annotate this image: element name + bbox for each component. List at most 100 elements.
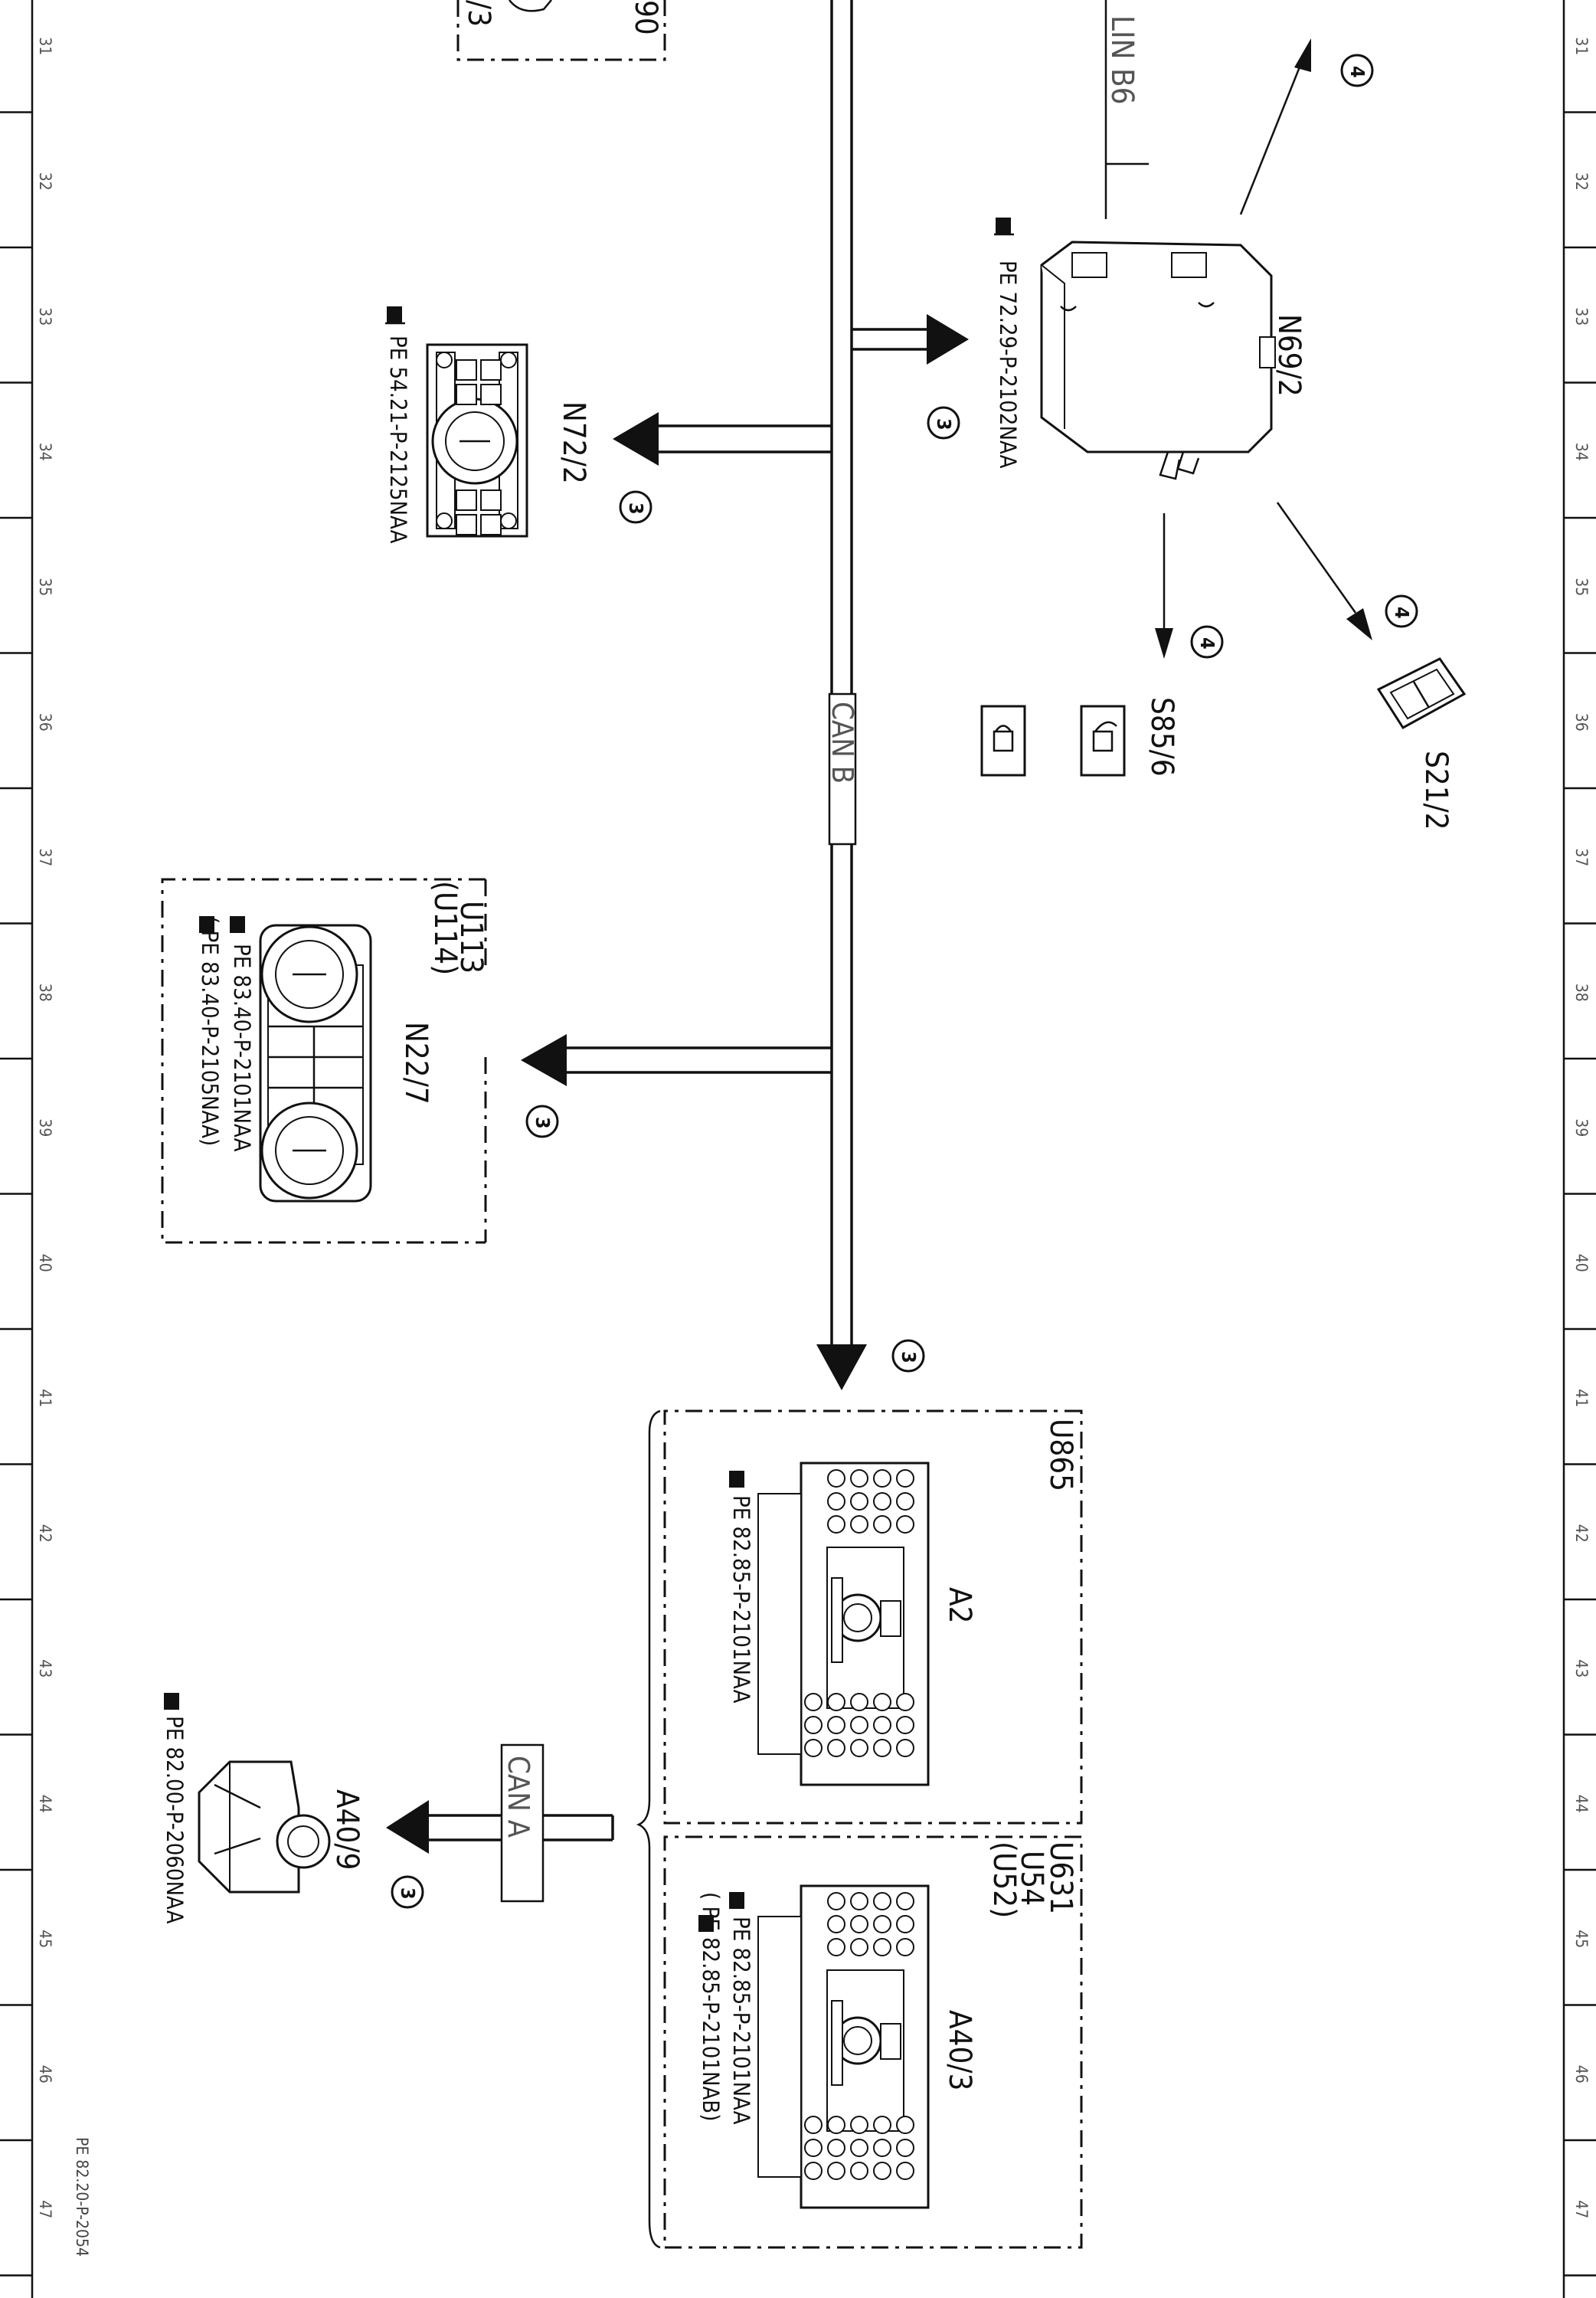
button-dot — [827, 1892, 845, 1910]
a2-group: U865 A2 PE 82.85-P-2101NAA 3 — [636, 1339, 1083, 2249]
button-dot — [896, 1739, 914, 1757]
a40-9-ref: PE 82.00-P-2060NAA — [162, 1716, 188, 1924]
button-dot — [873, 1469, 891, 1488]
a40-9-circle-number: 3 — [397, 1887, 419, 1900]
s85-6-circle-number: 4 — [1196, 637, 1218, 650]
manual-ref-icon — [385, 306, 405, 325]
ruler-number: 34 — [1572, 443, 1591, 461]
lin-bus: LIN B6 — [1104, 0, 1149, 219]
button-dot — [896, 1515, 914, 1534]
top-arrow-circle-number: 4 — [1346, 66, 1369, 78]
a2-label: A2 — [942, 1587, 977, 1624]
a40-9-camera: A40/9 PE 82.00-P-2060NAA 3 — [162, 1693, 424, 1924]
n69-2-output-arrows: 4 4 4 — [1155, 38, 1418, 659]
button-dot — [804, 2139, 823, 2157]
ruler-number: 31 — [36, 37, 54, 55]
n69-2-module: N69/2 PE 72.29-P-2102NAA 3 — [927, 218, 1307, 480]
ruler-number: 31 — [1572, 37, 1591, 55]
ruler-number: 33 — [1572, 307, 1591, 326]
button-dot — [896, 2116, 914, 2134]
can-a-label: CAN A — [502, 1756, 535, 1838]
ruler-number: 39 — [1572, 1118, 1591, 1137]
button-dot — [827, 2116, 845, 2134]
ruler-number: 32 — [1572, 172, 1591, 191]
button-dot — [850, 1938, 868, 1956]
ruler-number: 35 — [36, 578, 54, 596]
a40-3-variant-b: U54 — [1014, 1851, 1049, 1906]
s85-6-label: S85/6 — [1144, 697, 1179, 777]
button-dot — [827, 1739, 845, 1757]
button-dot — [873, 2139, 891, 2157]
button-dot — [850, 2116, 868, 2134]
control-key — [480, 489, 502, 511]
button-dot — [804, 1739, 823, 1757]
ruler-number: 33 — [36, 307, 54, 326]
ruler-number: 44 — [1572, 1795, 1591, 1813]
manual-ref-icon — [199, 916, 245, 933]
button-dot — [873, 2162, 891, 2180]
ruler-number: 42 — [36, 1524, 54, 1543]
button-dot — [873, 1515, 891, 1534]
ruler-number: 46 — [36, 2065, 54, 2084]
manual-ref-icon — [164, 1693, 179, 1710]
button-dot — [804, 2116, 823, 2134]
button-dot — [873, 1938, 891, 1956]
s21-2-switch: S21/2 — [1376, 657, 1467, 830]
ruler-number: 36 — [1572, 713, 1591, 732]
button-dot — [896, 1938, 914, 1956]
control-key — [456, 359, 477, 381]
control-key — [456, 514, 477, 535]
s21-2-circle-number: 4 — [1391, 607, 1413, 619]
button-dot — [850, 1469, 868, 1488]
partial-component-box: 90 /3 — [456, 0, 666, 61]
button-dot — [873, 1693, 891, 1711]
ruler-number: 40 — [36, 1254, 54, 1272]
a40-9-label: A40/9 — [329, 1789, 365, 1870]
lin-label: LIN B6 — [1104, 15, 1140, 105]
n72-2-label: N72/2 — [556, 401, 591, 484]
n22-7-group: U113 (U114) N22/7 PE 83.40-P-2101NAA ( P… — [161, 878, 559, 1244]
ruler-number: 35 — [1572, 578, 1591, 596]
can-b-bus: CAN B — [521, 0, 969, 1390]
ruler-number: 45 — [36, 1930, 54, 1948]
manual-ref-icon — [729, 1471, 744, 1488]
n69-2-ref: PE 72.29-P-2102NAA — [995, 260, 1021, 469]
button-dot — [827, 2139, 845, 2157]
n69-2-label: N69/2 — [1271, 314, 1307, 397]
button-dot — [850, 2162, 868, 2180]
ruler-number: 37 — [36, 848, 54, 866]
ruler-number: 42 — [1572, 1524, 1591, 1543]
button-dot — [896, 1469, 914, 1488]
button-dot — [850, 1515, 868, 1534]
button-dot — [873, 1492, 891, 1511]
partial-label-top-b: /3 — [461, 0, 496, 27]
control-key — [480, 384, 502, 405]
button-dot — [850, 1716, 868, 1734]
button-dot — [850, 1739, 868, 1757]
button-dot — [873, 2116, 891, 2134]
n69-2-circle-number: 3 — [933, 418, 955, 430]
button-dot — [850, 1892, 868, 1910]
sheet-id: PE 82.20-P-2054 — [73, 2137, 91, 2257]
button-dot — [827, 1938, 845, 1956]
manual-ref-icon — [994, 218, 1014, 236]
button-dot — [873, 1739, 891, 1757]
button-dot — [896, 1716, 914, 1734]
button-dot — [804, 1716, 823, 1734]
button-dot — [896, 2162, 914, 2180]
n22-7-ref-a: PE 83.40-P-2101NAA — [229, 944, 255, 1152]
ruler-number: 41 — [36, 1389, 54, 1407]
button-dot — [896, 1693, 914, 1711]
ruler-number: 43 — [36, 1659, 54, 1678]
button-dot — [804, 2162, 823, 2180]
button-dot — [850, 1492, 868, 1511]
button-dot — [827, 1469, 845, 1488]
ruler-number: 46 — [1572, 2065, 1591, 2084]
control-key — [480, 359, 502, 381]
button-dot — [827, 1915, 845, 1933]
control-key — [456, 489, 477, 511]
n22-7-circle-number: 3 — [531, 1117, 554, 1129]
button-dot — [873, 1892, 891, 1910]
